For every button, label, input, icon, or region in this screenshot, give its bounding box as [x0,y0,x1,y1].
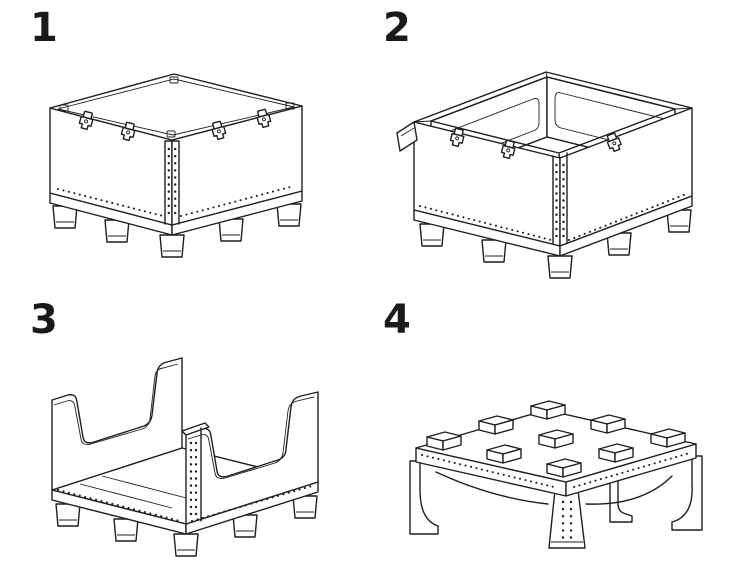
step-3-illustration-walls-folded [51,357,319,557]
corner-rivet-column [552,152,568,246]
collapsed-slab [415,409,697,497]
bottom-rivet-rows [57,485,313,522]
bottom-rivet-rows [57,185,295,217]
step-1-illustration-closed-container [49,73,303,258]
step-3-number: 3 [30,297,58,343]
end-wall-right-u-frame [185,391,319,525]
end-wall-left-u-frame [51,357,183,491]
step-4-number: 4 [383,297,411,343]
pallet-deck [413,195,693,257]
container-walls [413,71,693,247]
bottom-rivet-rows [421,452,691,489]
step-2-number: 2 [383,5,411,51]
bottom-rivet-rows [419,193,687,241]
container-lid [49,73,303,141]
skirt-arches [435,471,673,505]
front-corner-leg [548,489,586,549]
step-2-illustration-open-container [396,71,693,279]
corner-rivet-column [164,140,180,225]
corner-rivet-column [181,422,210,522]
side-legs [409,455,703,535]
open-latch-flap [396,121,418,152]
step-4-illustration-collapsed-flat [409,400,703,549]
container-walls [49,105,303,226]
step-1-number: 1 [30,5,58,51]
